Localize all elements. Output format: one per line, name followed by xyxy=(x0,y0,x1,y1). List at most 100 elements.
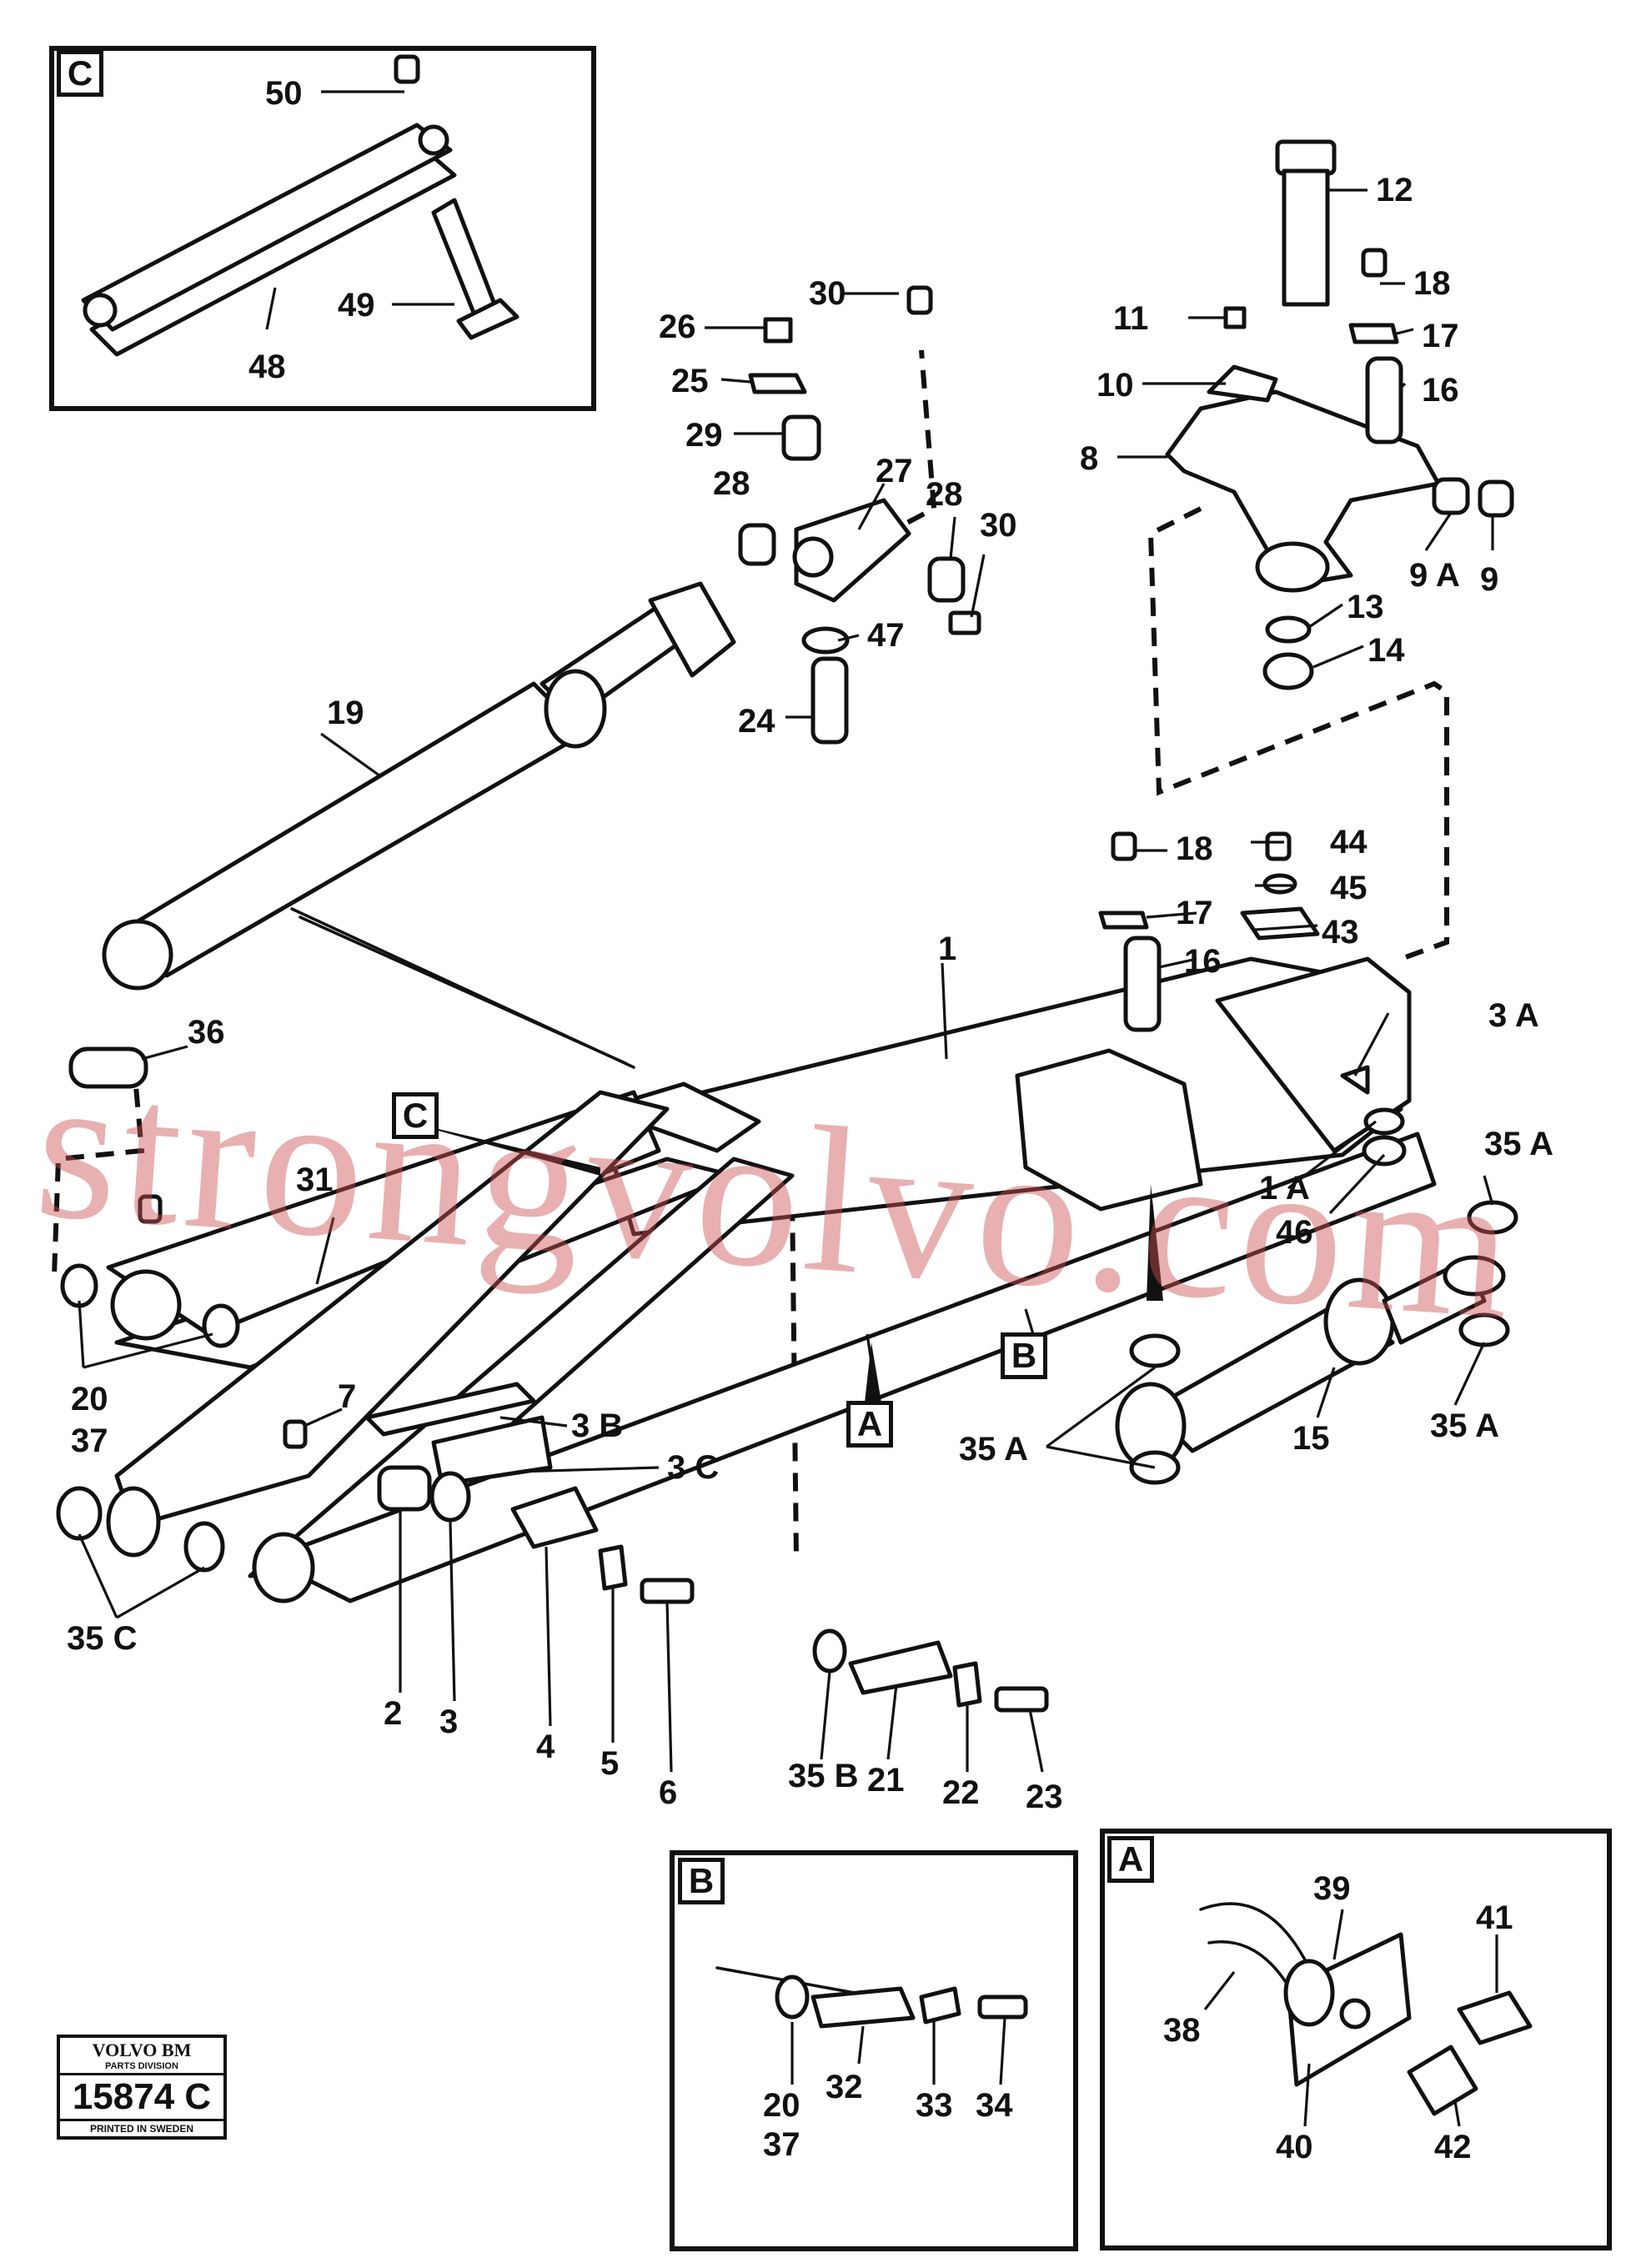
part-label-15: 15 xyxy=(1292,1420,1330,1457)
washer-1a xyxy=(1363,1107,1405,1136)
part-label-3a: 3 A xyxy=(1488,997,1539,1034)
detail-a-frame xyxy=(1100,1829,1612,2250)
plate-17b xyxy=(1098,911,1149,930)
bolt-6 xyxy=(640,1578,695,1604)
part-label-47: 47 xyxy=(867,617,905,654)
screw-44 xyxy=(1265,831,1292,861)
part-label-17-top: 17 xyxy=(1422,318,1459,354)
part-label-6: 6 xyxy=(659,1774,678,1811)
part-label-35a-left: 35 A xyxy=(959,1431,1029,1468)
bracket-27 xyxy=(792,498,911,603)
washer-35c-b xyxy=(183,1521,225,1573)
detail-tag-a: A xyxy=(1107,1836,1154,1883)
part-label-35b: 35 B xyxy=(788,1758,859,1794)
bolt-23 xyxy=(994,1686,1049,1713)
part-label-28-right: 28 xyxy=(926,476,963,513)
part-label-46: 46 xyxy=(1276,1214,1313,1251)
bushing-29 xyxy=(781,414,821,461)
stamp-division: PARTS DIVISION xyxy=(60,2061,223,2075)
part-label-39: 39 xyxy=(1313,1870,1351,1907)
washer-35b xyxy=(812,1628,847,1673)
part-label-49: 49 xyxy=(338,287,375,324)
part-label-36: 36 xyxy=(188,1014,225,1051)
bushing-28a xyxy=(738,523,776,566)
screw-26 xyxy=(763,317,793,344)
part-label-21: 21 xyxy=(867,1762,905,1799)
callout-tag-b: B xyxy=(1001,1332,1047,1379)
part-label-27: 27 xyxy=(876,453,913,489)
screw-18a xyxy=(1361,248,1388,278)
part-label-13: 13 xyxy=(1347,589,1384,625)
part-label-5: 5 xyxy=(600,1745,620,1782)
detail-tag-b: B xyxy=(678,1858,725,1904)
part-label-31: 31 xyxy=(296,1162,334,1198)
nut-46 xyxy=(1362,1135,1407,1167)
washer-35a-1 xyxy=(1129,1333,1181,1368)
part-label-1a: 1 A xyxy=(1259,1170,1310,1207)
part-label-20-b: 20 xyxy=(763,2087,800,2124)
part-label-1: 1 xyxy=(938,931,957,967)
part-label-32: 32 xyxy=(826,2069,863,2105)
pin-24 xyxy=(810,656,849,745)
part-label-14: 14 xyxy=(1368,632,1405,669)
part-label-35a-top: 35 A xyxy=(1484,1126,1554,1162)
part-label-40: 40 xyxy=(1276,2129,1313,2165)
link-rod-48 xyxy=(81,123,457,357)
cylinder-15 xyxy=(1115,1255,1506,1470)
nipple-7 xyxy=(283,1419,308,1449)
pin-32 xyxy=(810,1986,916,2029)
part-label-9: 9 xyxy=(1480,561,1499,598)
washer-47 xyxy=(801,626,850,655)
part-label-34: 34 xyxy=(976,2087,1013,2124)
part-label-35c: 35 C xyxy=(67,1620,138,1657)
part-label-28-left: 28 xyxy=(713,465,750,502)
screw-11 xyxy=(1223,306,1247,329)
pin-16a xyxy=(1365,356,1403,444)
nipple-7a xyxy=(138,1194,163,1224)
pin-16b xyxy=(1123,936,1162,1032)
part-label-33: 33 xyxy=(916,2087,953,2124)
part-label-16-top: 16 xyxy=(1422,372,1459,409)
plate-25 xyxy=(748,373,807,394)
nipple-30a xyxy=(906,285,933,315)
sensor-plate-40 xyxy=(1283,1932,1412,2087)
part-label-9a: 9 A xyxy=(1409,557,1460,594)
part-label-42: 42 xyxy=(1434,2129,1472,2165)
part-label-35a-right: 35 A xyxy=(1430,1407,1500,1444)
stamp-number: 15874 C xyxy=(60,2075,223,2121)
bolt-34 xyxy=(977,1995,1028,2020)
part-label-48: 48 xyxy=(248,349,286,385)
washer-13 xyxy=(1265,615,1312,644)
part-label-45: 45 xyxy=(1330,870,1368,906)
detail-b-frame xyxy=(670,1850,1078,2251)
part-label-30-top: 30 xyxy=(809,275,846,312)
part-label-17-mid: 17 xyxy=(1176,895,1213,931)
callout-tag-a: A xyxy=(846,1401,893,1448)
washer-37 xyxy=(202,1303,240,1348)
stamp-brand: VOLVO BM xyxy=(92,2040,192,2060)
part-label-7: 7 xyxy=(338,1378,357,1415)
plate-17a xyxy=(1348,323,1399,344)
volvo-parts-stamp: VOLVO BM PARTS DIVISION 15874 C PRINTED … xyxy=(57,2035,227,2140)
callout-tag-c: C xyxy=(392,1092,439,1139)
part-label-11: 11 xyxy=(1113,300,1149,337)
bolt-41 xyxy=(1457,1990,1533,2045)
part-label-18-top: 18 xyxy=(1413,265,1451,302)
part-label-12: 12 xyxy=(1376,172,1413,208)
part-label-50: 50 xyxy=(265,75,303,112)
part-label-2: 2 xyxy=(384,1695,403,1732)
pin-49 xyxy=(431,198,519,340)
part-label-29: 29 xyxy=(685,417,723,454)
part-label-4: 4 xyxy=(536,1729,555,1765)
part-label-41: 41 xyxy=(1476,1899,1513,1936)
part-label-38: 38 xyxy=(1163,2012,1201,2049)
sensor-3a xyxy=(1340,1065,1370,1095)
bushing-9 xyxy=(1478,479,1514,518)
part-label-20: 20 xyxy=(71,1381,108,1418)
part-label-19: 19 xyxy=(327,695,364,731)
fitting-42 xyxy=(1407,2045,1478,2116)
part-label-16-mid: 16 xyxy=(1184,943,1222,980)
pin-4 xyxy=(510,1486,599,1549)
